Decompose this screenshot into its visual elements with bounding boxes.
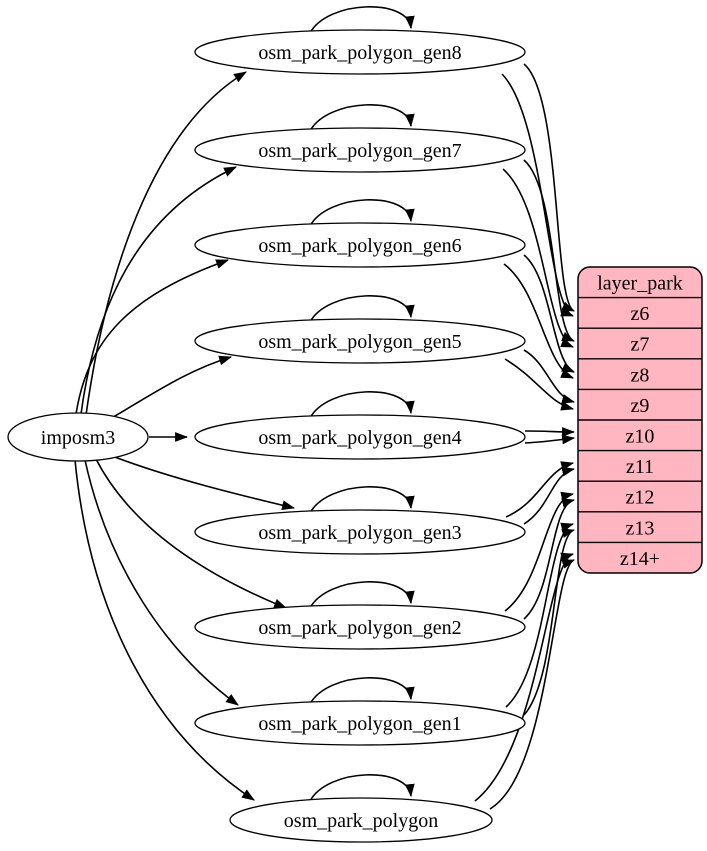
table-label: osm_park_polygon <box>284 810 438 832</box>
table-label: osm_park_polygon_gen6 <box>258 235 461 257</box>
zoom-row-z6: z6 <box>631 303 650 325</box>
node-osm-park-polygon-gen4: osm_park_polygon_gen4 <box>194 414 526 460</box>
edge-imposm3-to-gen8 <box>85 71 247 416</box>
node-osm-park-polygon-gen1: osm_park_polygon_gen1 <box>194 700 526 746</box>
edge-gen5-to-z9-b <box>504 358 575 411</box>
table-label: osm_park_polygon_gen2 <box>258 617 461 639</box>
edge-imposm3-to-polygon <box>74 459 255 801</box>
edge-gen7-to-z7-b <box>502 168 575 348</box>
edge-imposm3-to-gen2 <box>95 458 288 609</box>
table-label: osm_park_polygon_gen4 <box>258 427 461 449</box>
zoom-row-z8: z8 <box>631 364 650 386</box>
table-ellipse <box>194 509 526 555</box>
edge-gen3-to-z11-b <box>505 461 575 518</box>
edge-polygon-to-z14-b <box>474 552 575 802</box>
table-label: osm_park_polygon_gen7 <box>258 140 461 162</box>
node-layer-park: layer_park z6 z7 z8 z9 z10 z11 z12 z13 z… <box>577 266 703 574</box>
table-ellipse <box>194 414 526 460</box>
self-loop-edges <box>309 6 415 802</box>
self-loop-gen6 <box>309 199 415 227</box>
edge-imposm3-to-gen6 <box>75 259 230 415</box>
edge-gen8-to-z6-a <box>523 63 575 312</box>
edges-from-imposm3 <box>74 71 296 801</box>
edge-gen8-to-z6-b <box>501 73 575 317</box>
node-osm-park-polygon-gen2: osm_park_polygon_gen2 <box>194 604 526 650</box>
edge-gen1-to-z13-a <box>523 528 576 716</box>
self-loop-gen2 <box>309 581 415 609</box>
table-ellipse <box>194 222 526 268</box>
self-loop-gen5 <box>309 295 415 323</box>
zoom-row-z14plus: z14+ <box>620 548 660 570</box>
zoom-row-z13: z13 <box>626 517 655 539</box>
edge-polygon-to-z14-a <box>489 559 576 810</box>
table-ellipse <box>194 604 526 650</box>
edge-imposm3-to-gen1 <box>84 459 239 706</box>
table-ellipse <box>229 797 493 843</box>
table-label: osm_park_polygon_gen3 <box>258 522 461 544</box>
edge-gen3-to-z11-a <box>523 466 576 525</box>
zoom-row-z12: z12 <box>626 487 655 509</box>
zoom-row-z9: z9 <box>631 395 650 417</box>
node-imposm3: imposm3 <box>7 412 149 462</box>
node-osm-park-polygon-gen5: osm_park_polygon_gen5 <box>194 318 526 364</box>
table-ellipse <box>194 29 526 75</box>
node-osm-park-polygon-gen3: osm_park_polygon_gen3 <box>194 509 526 555</box>
layer-park-title: layer_park <box>597 273 683 295</box>
edge-gen6-to-z8-a <box>523 254 575 373</box>
edge-gen2-to-z12-a <box>523 498 576 620</box>
self-loop-polygon <box>309 774 415 802</box>
node-osm-park-polygon-gen8: osm_park_polygon_gen8 <box>194 29 526 75</box>
table-ellipse <box>194 318 526 364</box>
imposm3-label: imposm3 <box>41 427 115 449</box>
self-loop-gen3 <box>309 486 415 514</box>
zoom-row-z7: z7 <box>631 334 650 356</box>
table-ellipse <box>194 127 526 173</box>
edge-gen4-to-z10-b <box>524 434 576 445</box>
table-ellipse <box>194 700 526 746</box>
table-label: osm_park_polygon_gen5 <box>258 331 461 353</box>
node-osm-park-polygon-gen6: osm_park_polygon_gen6 <box>194 222 526 268</box>
self-loop-gen1 <box>309 677 415 705</box>
edges-table-to-layer <box>474 63 576 810</box>
node-osm-park-polygon: osm_park_polygon <box>229 797 493 843</box>
table-label: osm_park_polygon_gen8 <box>258 42 461 64</box>
edge-gen5-to-z9-a <box>523 349 576 404</box>
imposm3-ellipse <box>7 412 149 462</box>
edge-gen6-to-z8-b <box>503 263 574 379</box>
edge-imposm3-to-gen5 <box>107 355 233 421</box>
edge-imposm3-to-gen3 <box>111 455 296 510</box>
node-osm-park-polygon-gen7: osm_park_polygon_gen7 <box>194 127 526 173</box>
table-label: osm_park_polygon_gen1 <box>258 713 461 735</box>
zoom-row-z10: z10 <box>626 426 655 448</box>
edge-gen4-to-z10-a <box>524 427 576 437</box>
edge-gen7-to-z7-a <box>523 159 576 342</box>
self-loop-gen7 <box>309 104 415 132</box>
edge-imposm3-to-gen7 <box>80 166 237 415</box>
edge-gen1-to-z13-b <box>505 522 575 708</box>
self-loop-gen8 <box>309 6 415 34</box>
self-loop-gen4 <box>309 391 415 419</box>
zoom-row-z11: z11 <box>626 456 654 478</box>
edge-gen2-to-z12-b <box>504 491 575 612</box>
